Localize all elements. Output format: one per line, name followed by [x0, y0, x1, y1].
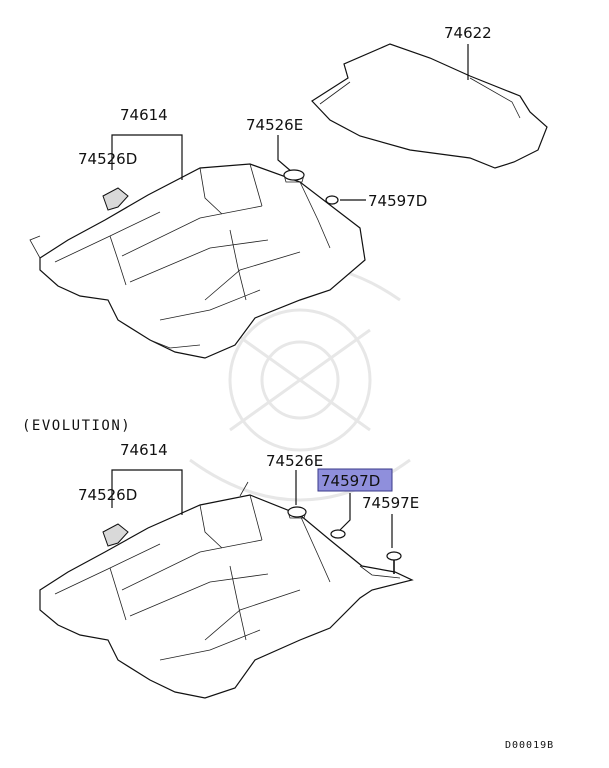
part-label-74597D-bot[interactable]: 74597D [321, 472, 380, 490]
part-label-74526E-top[interactable]: 74526E [246, 116, 303, 134]
diagram-code: D00019B [505, 740, 554, 751]
floor-mat-bottom[interactable] [39, 481, 414, 699]
leader-74597D-bot [339, 493, 351, 531]
part-label-74597D-top[interactable]: 74597D [368, 192, 427, 210]
clip-74597D-bot[interactable] [330, 529, 346, 539]
evolution-label: (EVOLUTION) [22, 418, 131, 434]
highlight-74597D [317, 468, 393, 492]
leader-74526E-top [277, 135, 293, 173]
trunk-mat-74622[interactable] [311, 43, 548, 169]
leader-74614-bot [111, 469, 183, 515]
clip-74526D-bot[interactable] [102, 523, 129, 547]
plug-74526E-bot[interactable] [287, 506, 307, 519]
clip-74597D-top[interactable] [325, 195, 339, 205]
part-label-74526D-top[interactable]: 74526D [78, 150, 137, 168]
floor-mat-top[interactable] [29, 163, 366, 359]
part-label-74597E-bot[interactable]: 74597E [362, 494, 419, 512]
clip-74526D-top[interactable] [102, 187, 129, 211]
leader-74614-top [111, 134, 183, 180]
pin-74597E-bot[interactable] [386, 551, 402, 574]
part-label-74526D-bot[interactable]: 74526D [78, 486, 137, 504]
part-label-74614-top[interactable]: 74614 [120, 106, 168, 124]
part-label-74614-bot[interactable]: 74614 [120, 441, 168, 459]
part-label-74622[interactable]: 74622 [444, 24, 492, 42]
plug-74526E-top[interactable] [283, 169, 305, 183]
part-label-74526E-bot[interactable]: 74526E [266, 452, 323, 470]
